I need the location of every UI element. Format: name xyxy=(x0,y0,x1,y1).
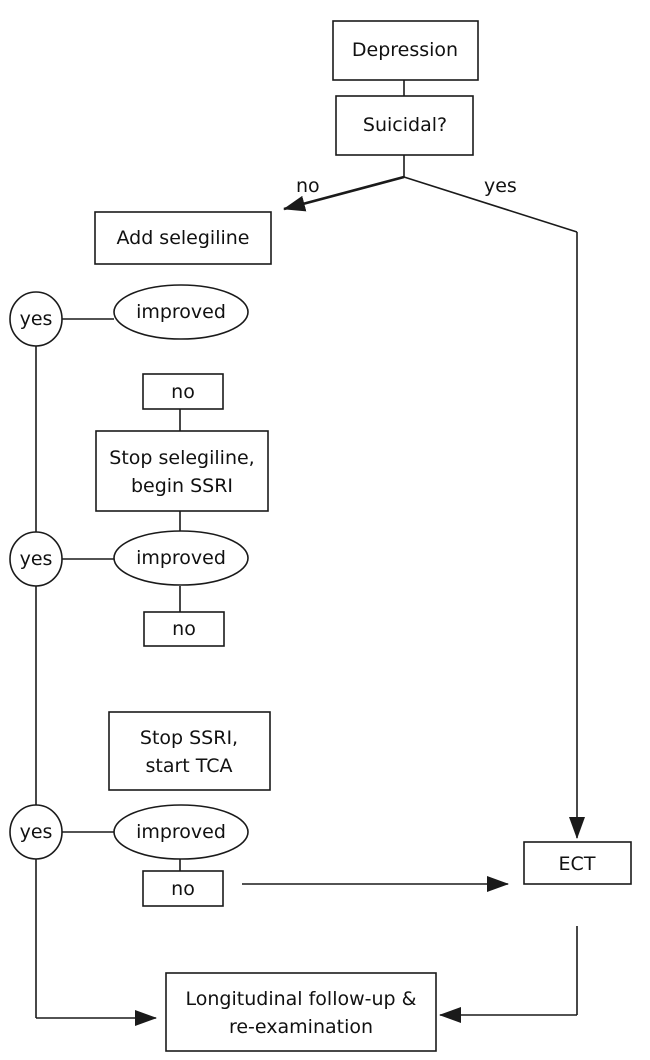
node-yes-3-label: yes xyxy=(20,821,53,843)
node-improved-2-label: improved xyxy=(136,547,226,569)
node-depression: Depression xyxy=(332,20,479,81)
connectors xyxy=(35,80,585,1026)
node-yes-2-label: yes xyxy=(20,548,53,570)
line-yes-branch xyxy=(403,176,578,233)
node-ect: ECT xyxy=(523,841,632,885)
node-improved-3: improved xyxy=(113,804,249,860)
node-add-selegiline-label: Add selegiline xyxy=(116,227,249,249)
node-improved-1-label: improved xyxy=(136,301,226,323)
arrow-no-to-add-selegiline xyxy=(283,175,405,212)
node-improved-2: improved xyxy=(113,530,249,586)
node-depression-label: Depression xyxy=(352,39,458,61)
node-yes-3: yes xyxy=(9,804,63,860)
node-followup-line1: Longitudinal follow-up & xyxy=(186,988,417,1010)
node-stop-selegiline-line1: Stop selegiline, xyxy=(109,447,254,469)
node-stop-ssri: Stop SSRI, start TCA xyxy=(108,711,271,791)
node-followup-line2: re-examination xyxy=(229,1016,373,1038)
node-improved-3-label: improved xyxy=(136,821,226,843)
node-no-2-label: no xyxy=(172,618,196,640)
node-suicidal: Suicidal? xyxy=(335,95,474,156)
node-stop-ssri-line1: Stop SSRI, xyxy=(140,727,238,749)
branch-label-yes: yes xyxy=(484,175,517,197)
node-no-2: no xyxy=(143,611,225,647)
node-suicidal-label: Suicidal? xyxy=(363,114,447,136)
node-ect-label: ECT xyxy=(559,853,596,875)
node-yes-2: yes xyxy=(9,531,63,587)
node-no-1: no xyxy=(142,373,224,410)
node-no-1-label: no xyxy=(171,381,195,403)
branch-label-no: no xyxy=(296,175,320,197)
node-yes-1: yes xyxy=(9,291,63,347)
node-no-3-label: no xyxy=(171,878,195,900)
node-stop-selegiline-line2: begin SSRI xyxy=(131,475,233,497)
node-no-3: no xyxy=(142,870,224,907)
node-add-selegiline: Add selegiline xyxy=(94,211,272,265)
node-improved-1: improved xyxy=(113,284,249,340)
node-stop-selegiline: Stop selegiline, begin SSRI xyxy=(95,430,269,512)
node-followup: Longitudinal follow-up & re-examination xyxy=(165,972,437,1052)
node-yes-1-label: yes xyxy=(20,308,53,330)
node-stop-ssri-line2: start TCA xyxy=(145,755,232,777)
